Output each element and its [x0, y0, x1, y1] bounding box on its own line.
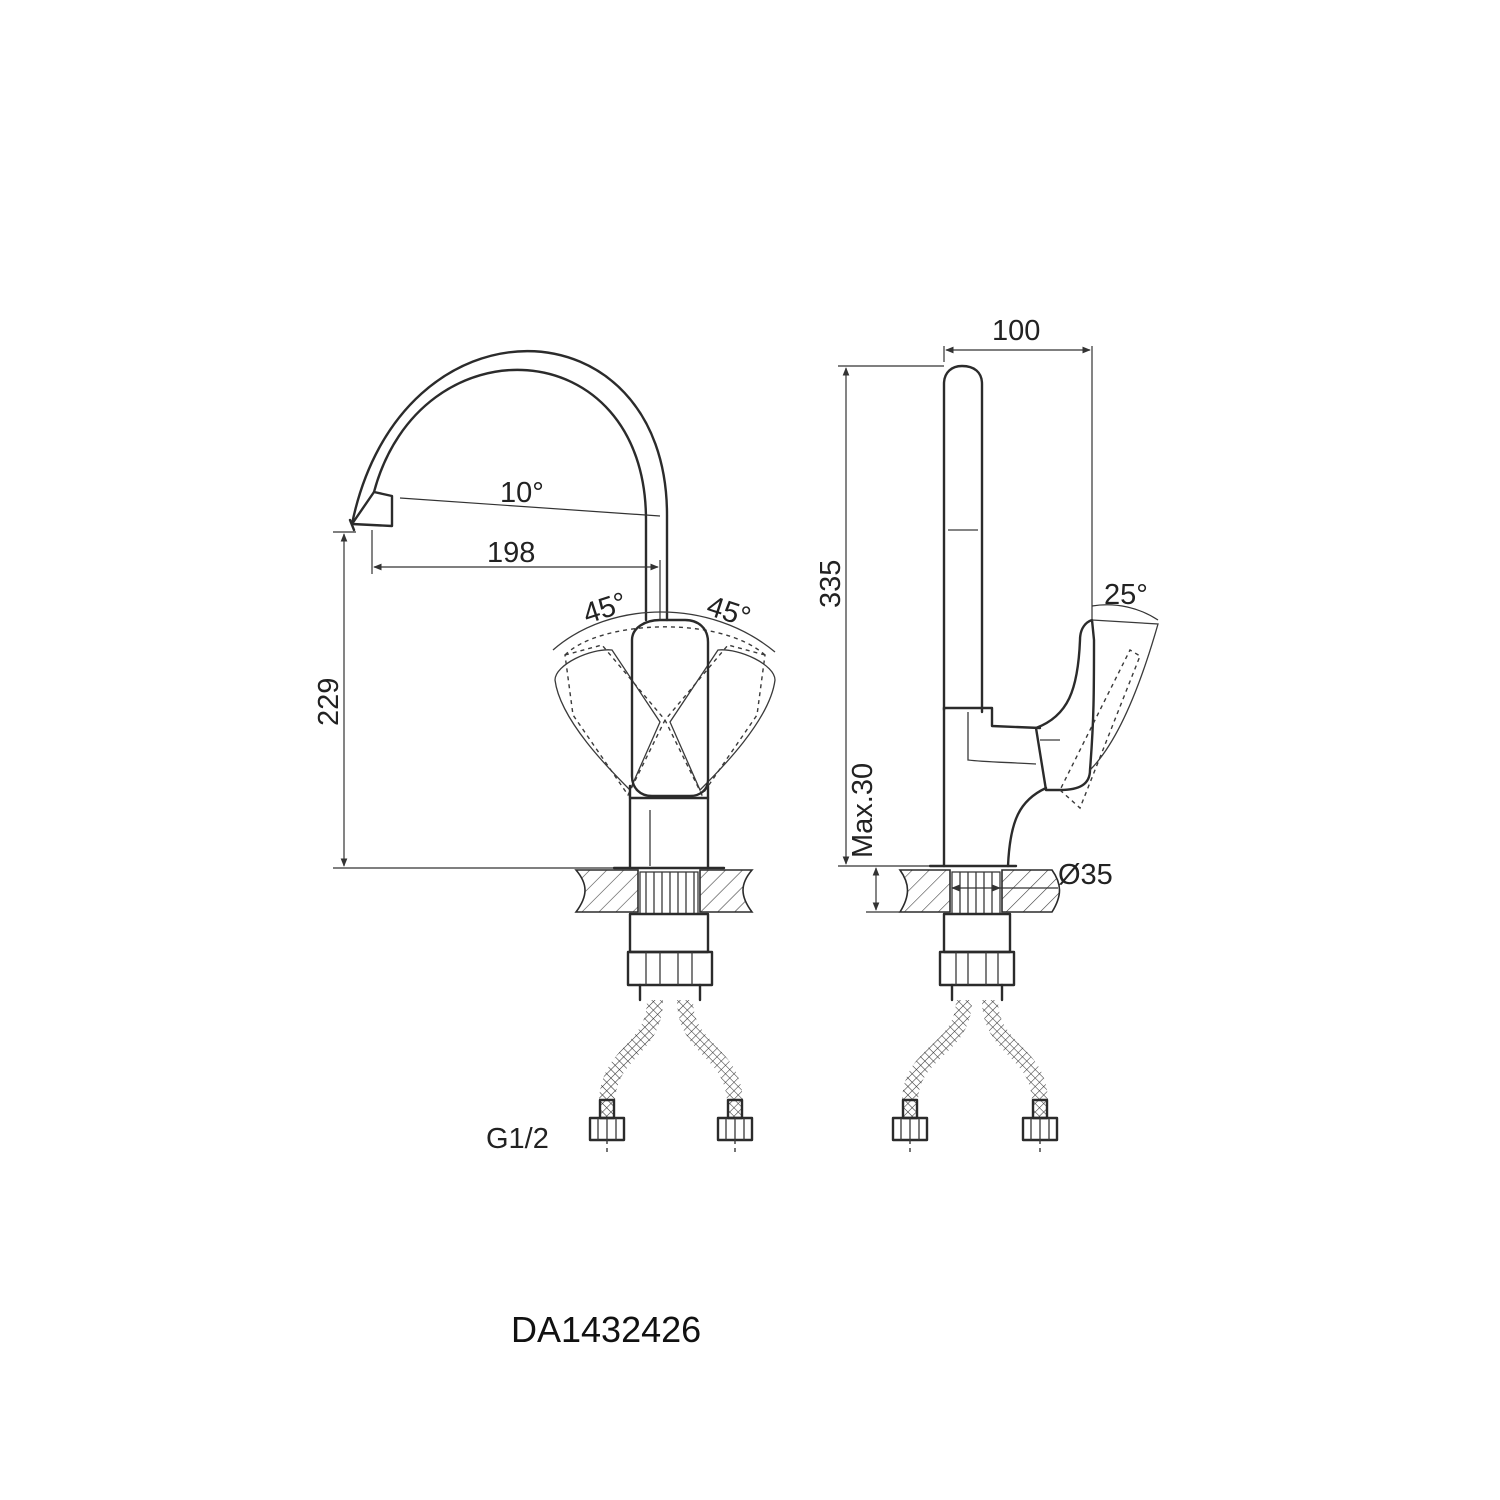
- dim-spout-reach: 198: [371, 530, 661, 620]
- front-handle: [630, 618, 710, 798]
- front-mounting-nut: [626, 912, 714, 1002]
- front-countertop-section: [574, 869, 754, 915]
- label-handle-left-angle: 45°: [579, 587, 631, 631]
- side-spout: [942, 364, 984, 714]
- label-total-height: 335: [815, 560, 847, 608]
- dim-deck-thickness: Max.30: [847, 763, 900, 913]
- label-spout-reach: 198: [487, 537, 535, 569]
- label-handle-right-angle: 45°: [703, 590, 755, 634]
- label-deck-thickness: Max.30: [847, 763, 879, 858]
- front-view: 10° 198 229 45° 45° G1/2: [313, 350, 776, 1156]
- side-view: 100 335 Max.30 Ø35 25°: [815, 315, 1159, 1156]
- side-body: [928, 706, 1048, 868]
- side-mounting-nut: [938, 912, 1016, 1002]
- model-number: DA1432426: [511, 1309, 701, 1350]
- front-hoses: [588, 999, 754, 1156]
- dim-side-width: 100: [943, 315, 1093, 620]
- dim-spout-angle: 10°: [399, 477, 661, 517]
- side-hoses: [891, 999, 1059, 1156]
- front-body: [612, 784, 726, 870]
- dim-total-height: 335: [815, 365, 944, 867]
- front-handle-swing: [552, 611, 776, 797]
- label-spout-height: 229: [313, 678, 345, 726]
- dim-handle-tilt: 25°: [1091, 579, 1159, 621]
- label-mounting-hole: Ø35: [1058, 859, 1113, 891]
- dim-spout-height: 229: [313, 531, 614, 869]
- label-spout-angle: 10°: [500, 477, 544, 509]
- label-connection: G1/2: [486, 1123, 549, 1155]
- side-countertop-section: [898, 869, 1061, 915]
- front-spout: [348, 350, 669, 622]
- label-side-width: 100: [992, 315, 1040, 347]
- dim-mounting-hole: Ø35: [951, 859, 1113, 892]
- label-handle-tilt: 25°: [1104, 579, 1148, 611]
- side-handle: [1034, 618, 1159, 810]
